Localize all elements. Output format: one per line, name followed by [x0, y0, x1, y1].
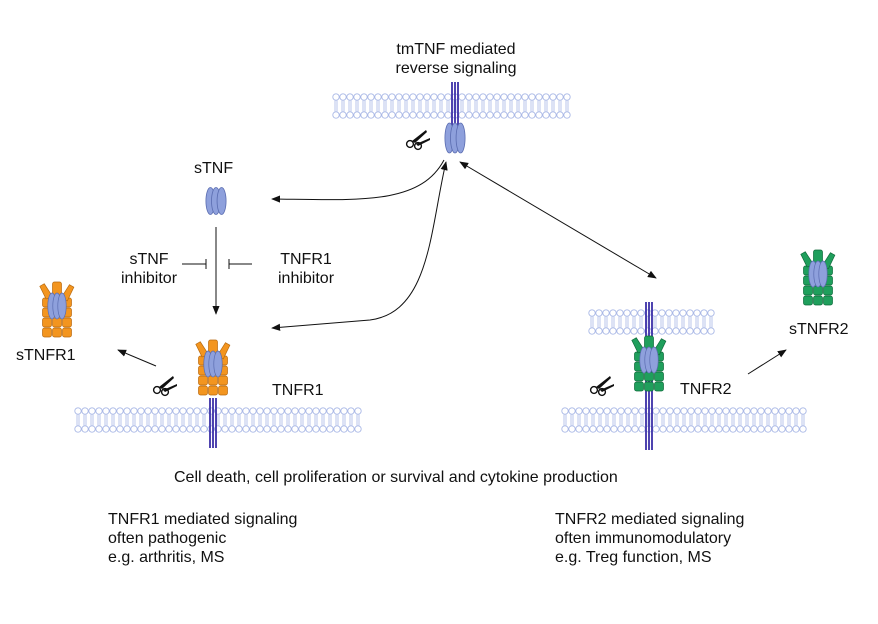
- tmtnf-label: tmTNF mediated reverse signaling: [356, 40, 556, 78]
- arrow-tmtnf-to-stnf: [271, 159, 445, 203]
- arrow-tmtnf-to-tnfr1: [271, 161, 448, 331]
- trimer-stnf: [205, 187, 227, 215]
- helix-tmtnf: [451, 82, 459, 128]
- membrane-tnfr2-upper: [588, 309, 715, 335]
- membrane-top: [332, 93, 571, 119]
- arrow-tnfr1-to-stnfr1: [117, 349, 157, 367]
- arrows: [117, 159, 787, 375]
- membrane-tnfr2-lower: [561, 407, 807, 433]
- tnfr1-signaling-line1: TNFR1 mediated signaling: [108, 511, 298, 528]
- tnfr2-label: TNFR2: [680, 381, 732, 398]
- tnfr1-label: TNFR1: [272, 382, 324, 399]
- stnf-inhibitor-bar: [182, 259, 207, 269]
- tnfr1-inhibitor-line2: inhibitor: [277, 270, 335, 287]
- stnf-inhibitor-line2: inhibitor: [120, 270, 178, 287]
- tnfr2-signaling-note: TNFR2 mediated signaling often immunomod…: [555, 510, 744, 567]
- helix-tnfr1: [209, 398, 217, 448]
- receptor-stnfr1: [39, 281, 75, 338]
- receptor-tnfr2: [631, 335, 667, 392]
- tmtnf-label-line2: reverse signaling: [395, 60, 517, 77]
- membranes: [74, 93, 807, 433]
- tnfr2-signaling-line3: e.g. Treg function, MS: [555, 549, 712, 566]
- stnf-label: sTNF: [194, 160, 234, 177]
- stnfr2-label: sTNFR2: [789, 321, 849, 338]
- tnfr1-inhibitor-label: TNFR1 inhibitor: [264, 250, 348, 288]
- stnf-inhibitor-label: sTNF inhibitor: [110, 250, 188, 288]
- receptors: [39, 122, 836, 396]
- arrow-tmtnf-to-tnfr2: [459, 161, 657, 279]
- scissors-icon-tnfr1: [152, 376, 177, 397]
- tnfr1-inhibitor-line1: TNFR1: [280, 251, 332, 268]
- scissors-icon-tmtnf: [405, 130, 430, 151]
- tnfr1-signaling-note: TNFR1 mediated signaling often pathogeni…: [108, 510, 297, 567]
- receptor-stnfr2: [800, 249, 836, 306]
- tnfr2-signaling-line1: TNFR2 mediated signaling: [555, 511, 745, 528]
- scissors: [152, 130, 614, 397]
- tmtnf-label-line1: tmTNF mediated: [396, 41, 516, 58]
- stnfr1-label: sTNFR1: [16, 347, 76, 364]
- tnfr1-signaling-line2: often pathogenic: [108, 530, 227, 547]
- scissors-icon-tnfr2: [589, 376, 614, 397]
- arrow-tnfr2-to-stnfr2: [747, 349, 787, 375]
- receptor-tnfr1: [195, 339, 231, 396]
- stnf-inhibitor-line1: sTNF: [129, 251, 169, 268]
- tnfr2-signaling-line2: often immunomodulatory: [555, 530, 732, 547]
- tnfr1-inhibitor-bar: [228, 259, 252, 269]
- trimer-tmtnf: [444, 122, 466, 154]
- tnfr1-signaling-line3: e.g. arthritis, MS: [108, 549, 225, 566]
- membrane-tnfr1: [74, 407, 362, 433]
- cell-effects-text: Cell death, cell proliferation or surviv…: [174, 469, 618, 486]
